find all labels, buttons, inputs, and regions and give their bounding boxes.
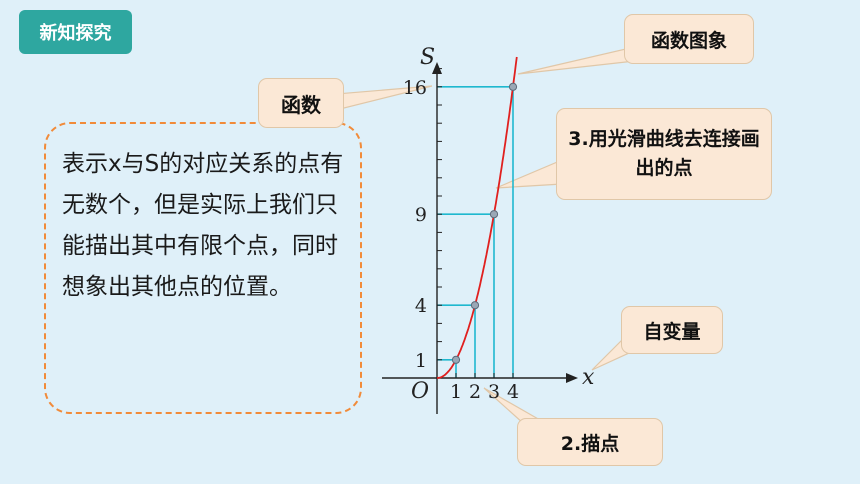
y-tick-label: 16 (403, 77, 427, 99)
section-badge: 新知探究 (19, 10, 132, 54)
data-point (489, 210, 499, 219)
y-axis-name: S (420, 45, 435, 70)
callout-smooth-curve: 3.用光滑曲线去连接画出的点 (556, 108, 772, 200)
plotted-points (451, 82, 518, 364)
y-tick-label: 1 (415, 350, 427, 372)
data-point (451, 355, 461, 364)
x-tick-label: 3 (488, 381, 500, 403)
callout-tail-smooth (495, 159, 563, 189)
callout-independent-variable: 自变量 (621, 306, 723, 354)
y-axis-arrow (432, 62, 442, 74)
data-point (508, 82, 518, 91)
guide-lines (437, 86, 514, 378)
y-tick-marks (437, 68, 442, 361)
parabola-curve (437, 56, 518, 379)
callout-function: 函数 (258, 78, 344, 128)
x-tick-label: 1 (450, 381, 462, 403)
x-axis-name: x (582, 365, 595, 390)
x-axis-arrow (566, 373, 578, 383)
description-text: 表示x与S的对应关系的点有无数个，但是实际上我们只能描出其中有限个点，同时想象出… (62, 151, 344, 300)
origin-label: O (411, 379, 429, 404)
description-frame (44, 122, 362, 414)
y-tick-label: 9 (415, 204, 427, 226)
x-tick-label: 4 (507, 381, 519, 403)
x-tick-label: 2 (469, 381, 481, 403)
data-point (470, 301, 480, 310)
callout-function-graph: 函数图象 (624, 14, 754, 64)
callout-plot-points: 2.描点 (517, 418, 663, 466)
x-tick-marks (455, 373, 514, 378)
y-tick-label: 4 (415, 295, 427, 317)
